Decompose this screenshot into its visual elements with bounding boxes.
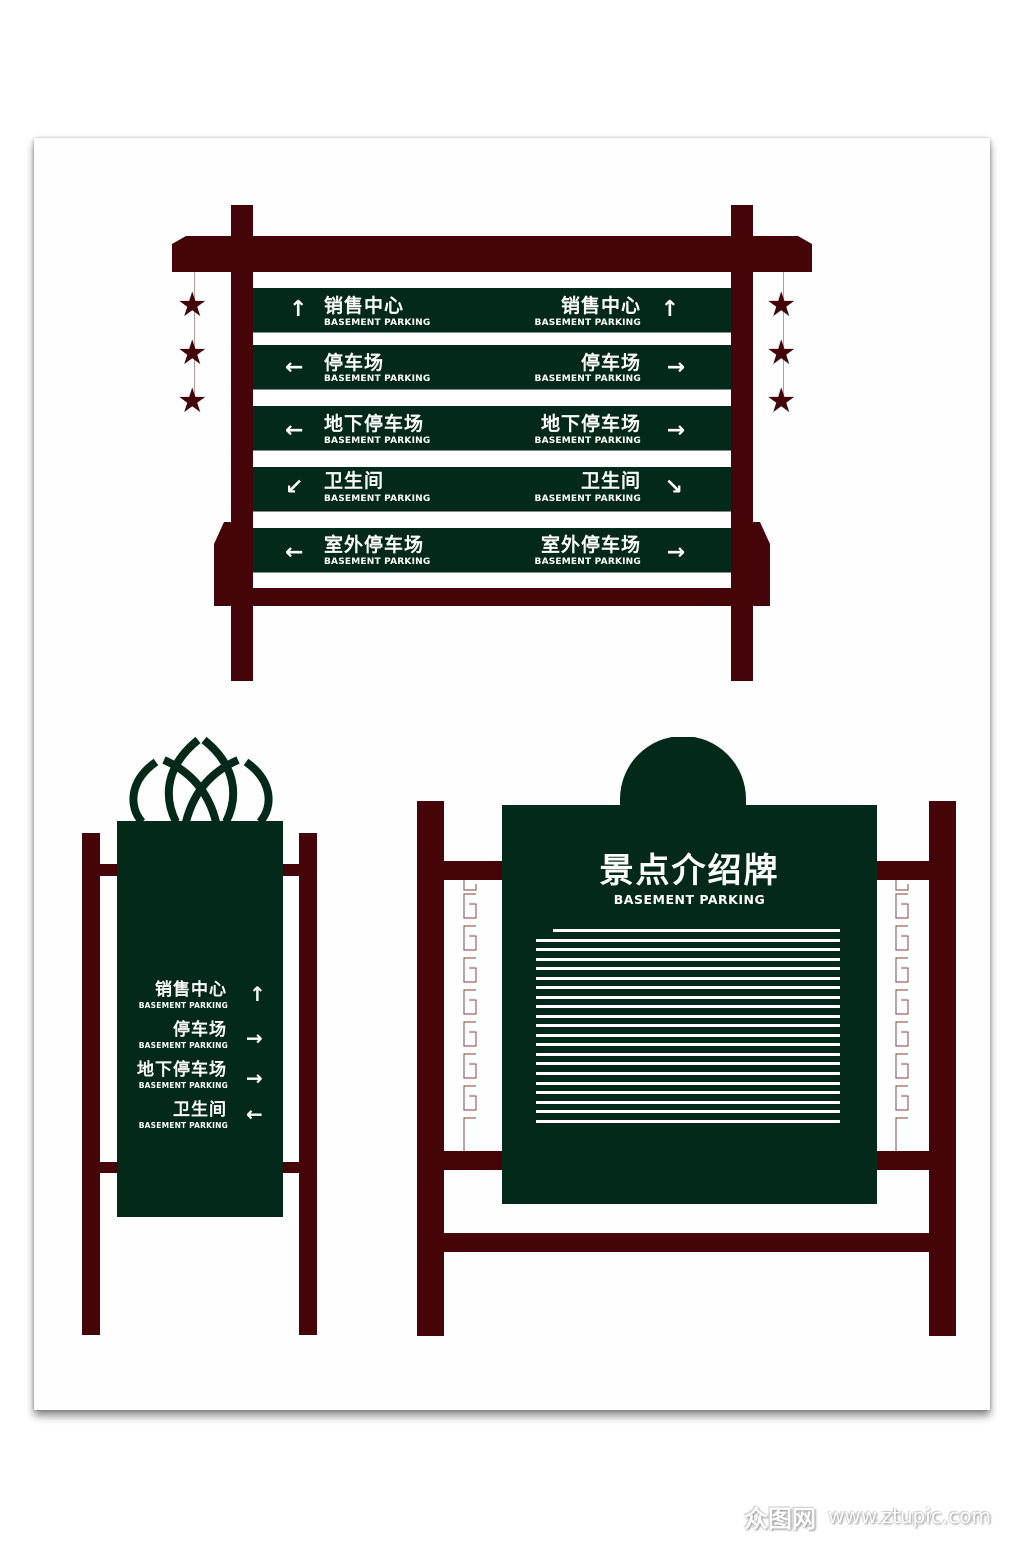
arrow-up-icon: ↑	[660, 297, 679, 322]
small-sign-label-zh: 卫生间	[173, 1100, 227, 1120]
text-line	[536, 1005, 840, 1008]
text-line	[536, 1082, 840, 1085]
direction-panel-outdoor-parking: ← 室外停车场 BASEMENT PARKING 室外停车场 BASEMENT …	[253, 528, 731, 573]
small-sign-label-en: BASEMENT PARKING	[138, 1081, 228, 1090]
small-sign-label-en: BASEMENT PARKING	[138, 1121, 228, 1130]
arrow-right-icon: →	[666, 418, 685, 443]
arrow-right-icon: →	[246, 1066, 263, 1090]
panel-label-en: BASEMENT PARKING	[324, 557, 431, 567]
arrow-down-left-icon: ↙	[285, 475, 304, 500]
watermark-url: www.ztupic.com	[828, 1504, 991, 1528]
star-string-right	[783, 272, 784, 402]
star-icon: ★	[177, 381, 208, 421]
left-post	[82, 833, 100, 1335]
star-icon: ★	[177, 285, 208, 325]
text-line	[536, 1110, 840, 1113]
panel-label-en: BASEMENT PARKING	[534, 318, 641, 328]
panel-label-zh: 停车场	[580, 352, 641, 374]
panel-label-zh: 室外停车场	[540, 534, 641, 556]
panel-label-zh: 室外停车场	[324, 534, 425, 556]
direction-panel-sales-center: ↑ 销售中心 BASEMENT PARKING 销售中心 BASEMENT PA…	[253, 288, 731, 333]
panel-label-en: BASEMENT PARKING	[324, 436, 431, 446]
panel-label-zh: 停车场	[324, 352, 385, 374]
star-string-left	[194, 272, 195, 402]
text-line	[536, 1091, 840, 1094]
text-line	[536, 1015, 840, 1018]
arrow-left-icon: ←	[285, 540, 304, 565]
text-line	[536, 996, 840, 999]
text-line	[536, 958, 840, 961]
direction-panel-basement-parking: ← 地下停车场 BASEMENT PARKING 地下停车场 BASEMENT …	[253, 406, 731, 451]
arrow-up-icon: ↑	[289, 297, 308, 322]
panel-label-en: BASEMENT PARKING	[534, 374, 641, 384]
arrow-right-icon: →	[246, 1026, 263, 1050]
text-line	[536, 1034, 840, 1037]
arrow-right-icon: →	[666, 540, 685, 565]
fret-pattern-right	[895, 880, 909, 1151]
text-line	[536, 939, 840, 942]
panel-label-en: BASEMENT PARKING	[324, 318, 431, 328]
panel-label-en: BASEMENT PARKING	[324, 374, 431, 384]
small-sign-label-en: BASEMENT PARKING	[138, 1001, 228, 1010]
right-post	[929, 801, 956, 1336]
star-icon: ★	[177, 333, 208, 373]
direction-panel-parking: ← 停车场 BASEMENT PARKING 停车场 BASEMENT PARK…	[253, 345, 731, 390]
panel-label-zh: 销售中心	[324, 295, 405, 317]
info-board-panel	[502, 737, 877, 1204]
small-sign-panel	[117, 821, 283, 1217]
text-line	[536, 1072, 840, 1075]
star-icon: ★	[766, 285, 797, 325]
left-post	[417, 801, 444, 1336]
watermark-logo: 众图网	[744, 1504, 816, 1533]
top-beam	[172, 236, 812, 272]
small-sign-label-zh: 停车场	[173, 1020, 227, 1040]
panel-label-zh: 卫生间	[324, 470, 385, 492]
small-sign-label-zh: 销售中心	[155, 980, 227, 1000]
text-line	[536, 948, 840, 951]
panel-label-zh: 地下停车场	[540, 413, 641, 435]
text-line	[536, 986, 840, 989]
text-line	[553, 929, 840, 932]
arrow-left-icon: ←	[246, 1102, 263, 1126]
star-icon: ★	[766, 333, 797, 373]
left-post	[231, 205, 253, 681]
right-post	[731, 205, 753, 681]
panel-label-en: BASEMENT PARKING	[534, 436, 641, 446]
text-line	[536, 1053, 840, 1056]
arrow-left-icon: ←	[285, 418, 304, 443]
text-line	[536, 1101, 840, 1104]
arrow-right-icon: →	[666, 355, 685, 380]
text-line	[536, 967, 840, 970]
small-sign-label-en: BASEMENT PARKING	[138, 1041, 228, 1050]
bottom-rail	[253, 588, 731, 606]
text-line	[536, 1062, 840, 1065]
text-line	[536, 977, 840, 980]
arrow-up-icon: ↑	[249, 982, 266, 1006]
panel-label-zh: 卫生间	[580, 470, 641, 492]
text-line	[536, 1043, 840, 1046]
info-board-title: 景点介绍牌	[599, 851, 780, 891]
panel-label-en: BASEMENT PARKING	[324, 494, 431, 504]
arrow-left-icon: ←	[285, 355, 304, 380]
fret-pattern-left	[463, 880, 477, 1151]
direction-panel-restroom: ↙ 卫生间 BASEMENT PARKING 卫生间 BASEMENT PARK…	[253, 467, 731, 512]
arrow-down-right-icon: ↘	[664, 475, 683, 500]
right-post	[299, 833, 317, 1335]
panel-label-en: BASEMENT PARKING	[534, 557, 641, 567]
text-line	[536, 1120, 840, 1123]
small-sign-label-zh: 地下停车场	[137, 1060, 227, 1080]
star-icon: ★	[766, 381, 797, 421]
lower-crossbar	[444, 1233, 929, 1252]
panel-label-zh: 销售中心	[560, 295, 641, 317]
leaf-ornament-icon	[129, 736, 273, 824]
panel-label-en: BASEMENT PARKING	[534, 494, 641, 504]
watermark: 众图网 www.ztupic.com	[744, 1500, 991, 1533]
panel-label-zh: 地下停车场	[324, 413, 425, 435]
text-line	[536, 1024, 840, 1027]
info-board-subtitle: BASEMENT PARKING	[613, 892, 766, 907]
